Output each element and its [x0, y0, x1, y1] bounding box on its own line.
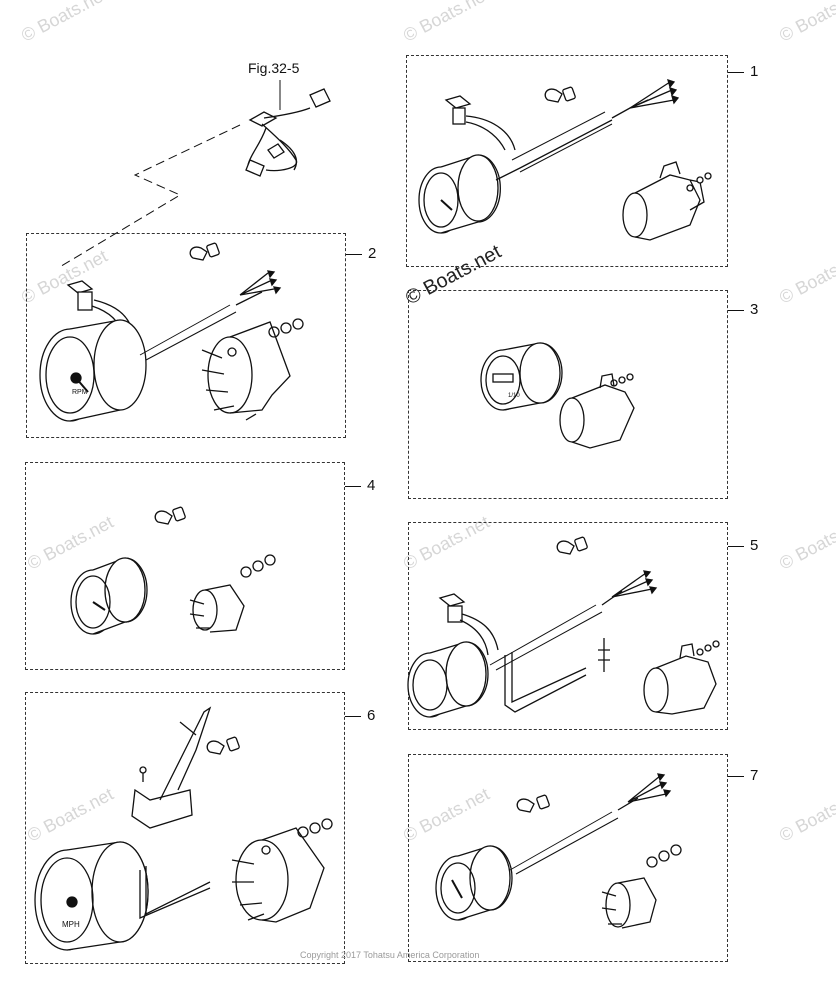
wiring-harness — [245, 80, 331, 177]
figure-reference: Fig.32-5 — [248, 60, 300, 76]
tachometer-assembly — [418, 78, 712, 241]
group-box-7 — [408, 754, 728, 962]
hour-meter-label: 1/10 — [508, 393, 520, 399]
group-box-1 — [406, 55, 728, 267]
group-box-4 — [25, 462, 345, 670]
pressure-gauge-assembly — [407, 536, 720, 718]
callout-2: 2 — [368, 245, 377, 262]
callout-leader — [728, 776, 744, 777]
callout-4: 4 — [367, 477, 376, 494]
gauge-kit — [435, 773, 682, 929]
callout-1: 1 — [750, 63, 759, 80]
hour-meter: 1/10 — [480, 342, 635, 449]
callout-6: 6 — [367, 707, 376, 724]
small-gauge — [70, 506, 276, 635]
callout-leader — [728, 310, 744, 311]
harness-dash-link — [57, 124, 241, 269]
callout-3: 3 — [750, 301, 759, 318]
group-box-5 — [408, 522, 728, 730]
callout-leader — [728, 72, 744, 73]
tachometer-label: RPM — [72, 389, 88, 396]
callout-leader — [346, 254, 362, 255]
tachometer-gauge: RPM — [39, 242, 304, 422]
speedometer-assembly: MPH — [34, 706, 333, 951]
callout-5: 5 — [750, 537, 759, 554]
group-box-2 — [26, 233, 346, 438]
callout-leader — [345, 486, 361, 487]
group-box-3 — [408, 290, 728, 499]
group-box-6 — [25, 692, 345, 964]
callout-leader — [728, 546, 744, 547]
callout-leader — [345, 716, 361, 717]
copyright-notice: Copyright 2017 Tohatsu America Corporati… — [300, 950, 480, 960]
speedometer-label: MPH — [62, 920, 80, 929]
callout-7: 7 — [750, 767, 759, 784]
